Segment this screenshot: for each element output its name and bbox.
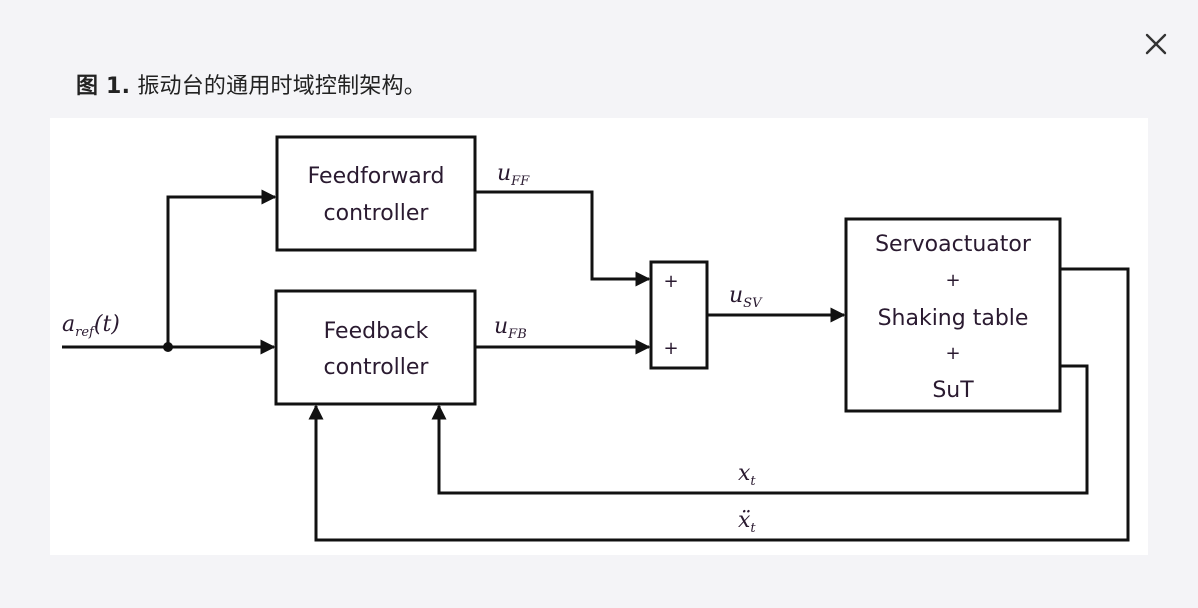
plant-label-line3: Shaking table bbox=[878, 306, 1029, 331]
summing-junction bbox=[649, 260, 709, 370]
plant-label-plus2: + bbox=[945, 343, 960, 364]
feedforward-controller-block bbox=[275, 135, 477, 252]
feedforward-label-line1: Feedforward bbox=[308, 164, 445, 189]
xt-feedback-line bbox=[431, 364, 1089, 495]
plant-label-plus1: + bbox=[945, 270, 960, 291]
uff-label: uFF bbox=[497, 161, 530, 189]
usv-label: uSV bbox=[729, 283, 763, 311]
feedforward-label-line2: controller bbox=[324, 201, 430, 226]
feedforward-input-line bbox=[166, 189, 277, 347]
ufb-label: uFB bbox=[494, 314, 527, 342]
feedback-label-line2: controller bbox=[324, 355, 430, 380]
close-icon bbox=[1145, 33, 1167, 55]
uff-signal-line bbox=[476, 190, 651, 287]
plant-label-line1: Servoactuator bbox=[875, 232, 1032, 257]
figure-caption: 图 1. 振动台的通用时域控制架构。 bbox=[76, 70, 426, 104]
plant-block bbox=[844, 217, 1062, 413]
sum-bottom-sign: + bbox=[663, 338, 678, 359]
figure-caption-text: 振动台的通用时域控制架构。 bbox=[130, 74, 426, 99]
input-signal-label: aref(t) bbox=[62, 312, 120, 340]
feedback-label-line1: Feedback bbox=[324, 319, 429, 344]
figure-number: 图 1. bbox=[76, 74, 131, 99]
feedback-controller-block bbox=[274, 289, 477, 406]
sum-top-sign: + bbox=[663, 271, 678, 292]
xddt-label: ẍt bbox=[738, 508, 756, 536]
close-button[interactable] bbox=[1140, 28, 1172, 60]
plant-label-line5: SuT bbox=[932, 378, 974, 403]
xddt-feedback-line bbox=[308, 267, 1130, 542]
xt-label: xt bbox=[738, 461, 756, 489]
